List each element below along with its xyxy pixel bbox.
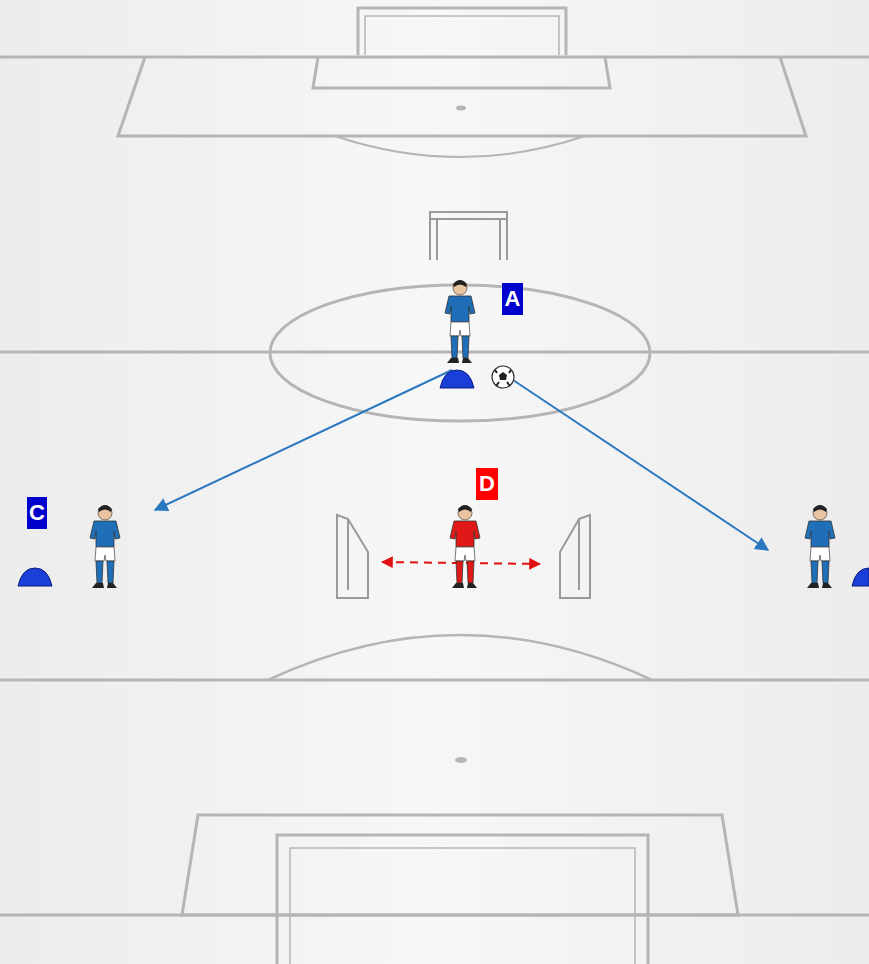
cones	[18, 370, 869, 586]
pitch-lines	[0, 8, 869, 964]
badge-letter: A	[505, 288, 521, 310]
players	[90, 280, 835, 588]
ball	[492, 366, 514, 388]
badge-letter: D	[479, 473, 495, 495]
badge-letter: C	[29, 502, 45, 524]
player-label: C	[27, 497, 47, 529]
defender-label: D	[476, 468, 498, 500]
player-label: A	[502, 283, 523, 315]
